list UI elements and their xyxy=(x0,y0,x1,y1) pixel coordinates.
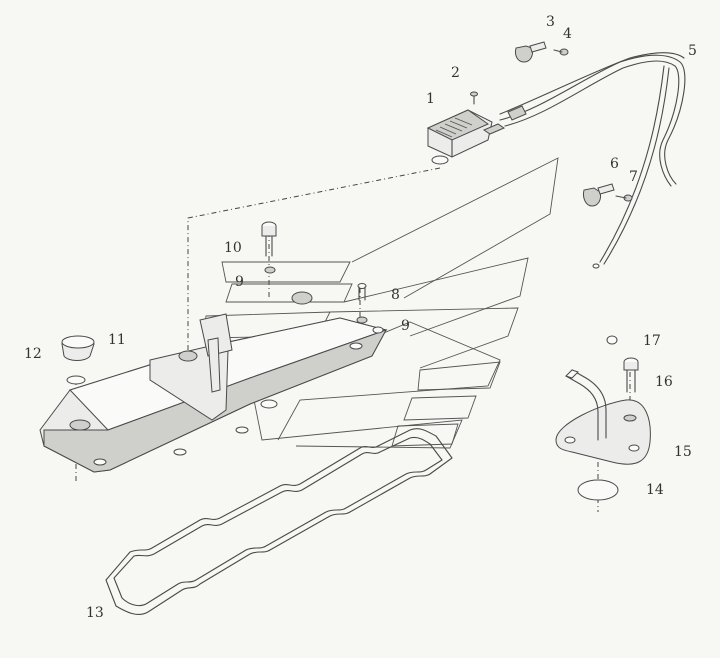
callout-17: 17 xyxy=(643,333,661,349)
clip-part-6 xyxy=(583,183,615,207)
callout-9a: 9 xyxy=(235,274,244,290)
callout-3: 3 xyxy=(546,14,555,30)
callout-6: 6 xyxy=(610,156,619,172)
breather-plate-part-15 xyxy=(555,399,651,465)
bolt-part-16 xyxy=(623,357,639,393)
callout-9b: 9 xyxy=(401,318,410,334)
callout-15: 15 xyxy=(674,444,692,460)
filler-cap-part-11 xyxy=(61,335,95,361)
exploded-view-outlines xyxy=(203,157,559,449)
callout-5: 5 xyxy=(688,43,697,59)
callout-10: 10 xyxy=(224,240,242,256)
callout-2: 2 xyxy=(451,65,460,81)
callout-8: 8 xyxy=(391,287,400,303)
clip-part-3 xyxy=(515,41,547,63)
breather-tube xyxy=(565,369,607,441)
callout-13: 13 xyxy=(86,605,104,621)
bolt-part-10 xyxy=(261,221,277,274)
callout-1: 1 xyxy=(426,91,435,107)
cable-harness-part-5 xyxy=(499,52,686,269)
o-ring-part-14 xyxy=(577,479,619,501)
o-ring-part-12 xyxy=(66,375,86,385)
valve-cover xyxy=(39,291,388,473)
screw-part-2 xyxy=(470,91,478,105)
stud-part-8 xyxy=(356,283,368,324)
bolt-part-7 xyxy=(615,194,633,202)
callout-12: 12 xyxy=(24,346,42,362)
sensor-part-1 xyxy=(426,109,506,165)
bolt-part-4 xyxy=(553,48,569,56)
gasket-part-13 xyxy=(105,428,453,615)
callout-4: 4 xyxy=(563,26,572,42)
callout-16: 16 xyxy=(655,374,673,390)
callout-7: 7 xyxy=(629,169,638,185)
callout-14: 14 xyxy=(646,482,664,498)
washer-part-17 xyxy=(606,335,618,345)
callout-11: 11 xyxy=(108,332,126,348)
